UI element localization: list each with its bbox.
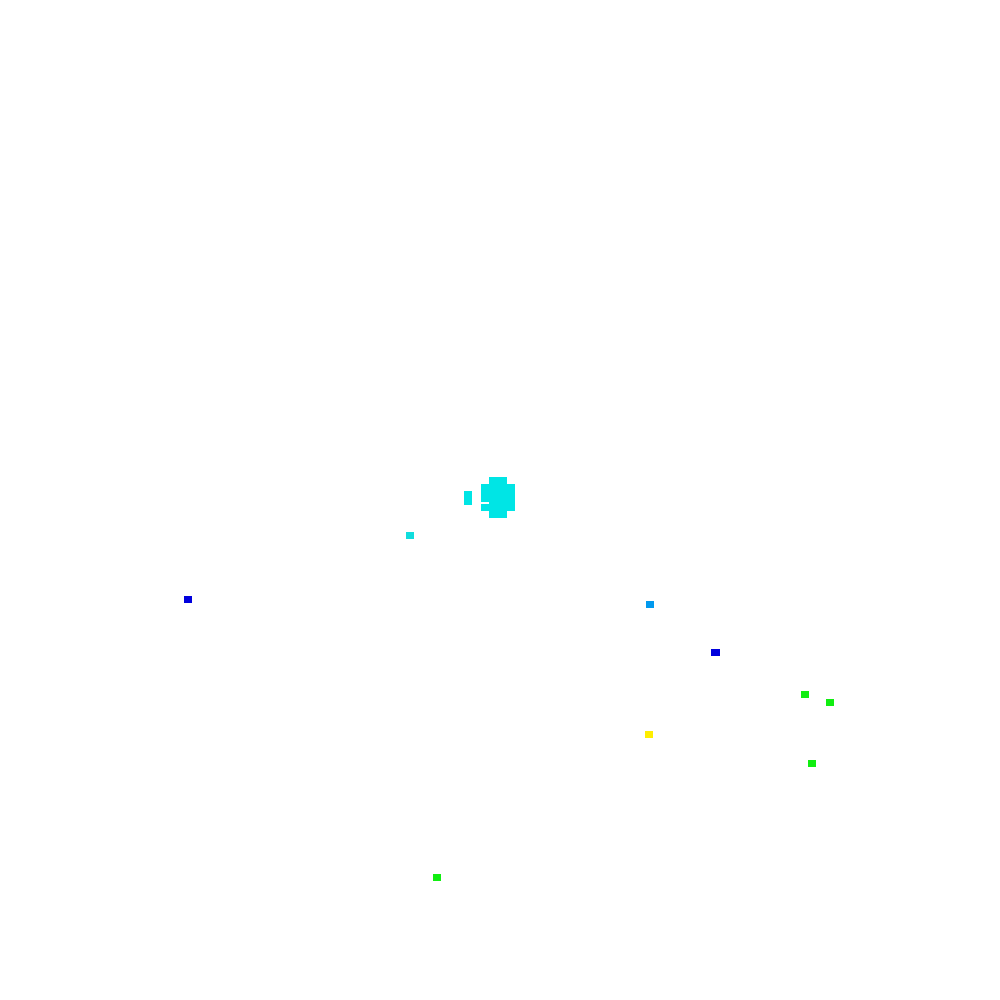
pixel-dot-green-4	[433, 874, 441, 881]
pixel-dot-yellow	[645, 731, 653, 738]
pixel-dot-green-2	[826, 699, 834, 706]
pixel-dot-green-1	[801, 691, 809, 698]
pixel-dot-sky-blue	[646, 601, 654, 608]
cluster-part-top	[489, 477, 507, 485]
pixel-fragment-left	[464, 491, 472, 505]
pixel-dot-blue-left	[184, 596, 192, 603]
cluster-part-lower	[489, 501, 515, 511]
pixel-dot-green-3	[808, 760, 816, 767]
cluster-part-notch	[481, 504, 490, 511]
cluster-part-body	[481, 484, 515, 502]
cluster-part-bottom	[489, 510, 507, 518]
pixel-dot-blue-right	[711, 649, 720, 656]
pixel-dot-cyan-small	[406, 532, 414, 539]
